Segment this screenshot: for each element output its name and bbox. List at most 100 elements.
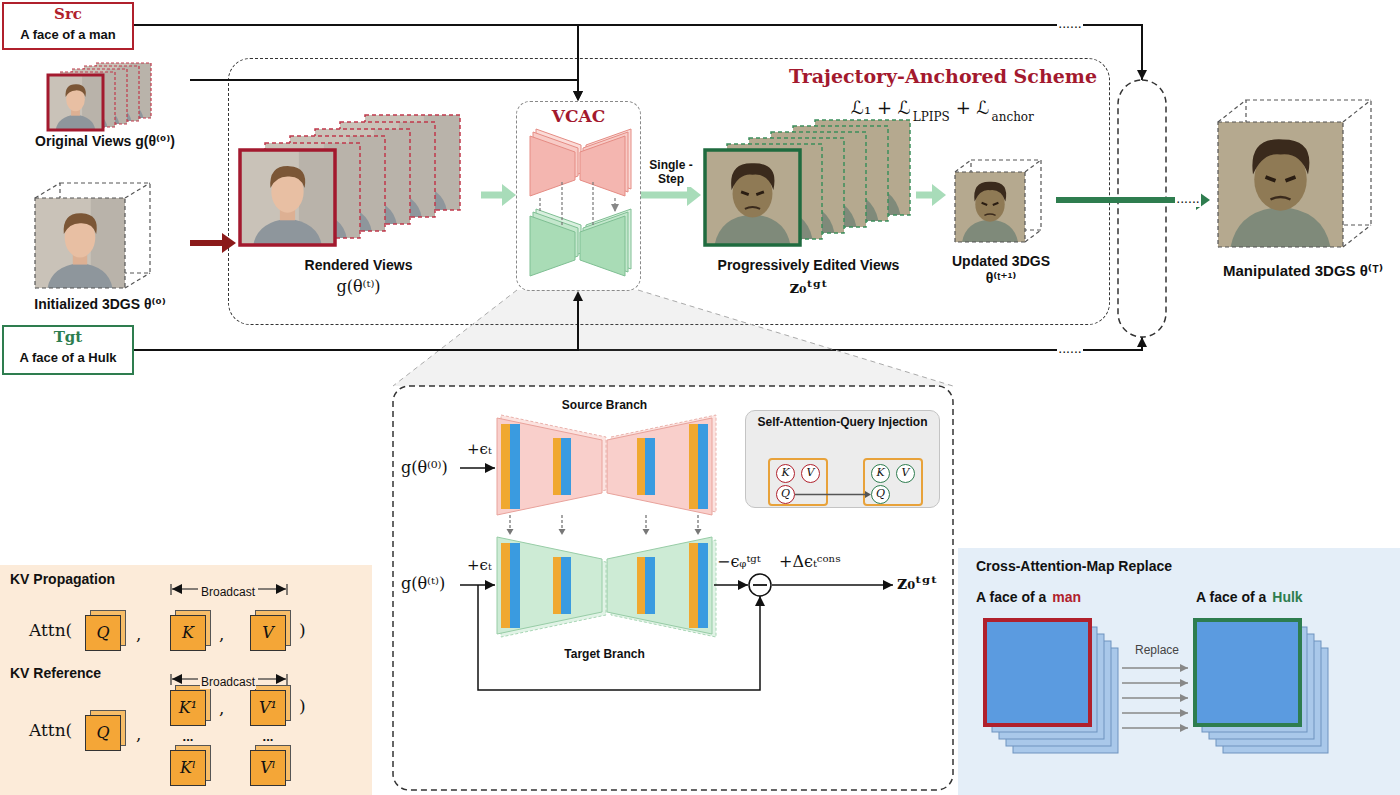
- attn-symbol: Attn(: [28, 720, 73, 740]
- attn-symbol: Attn(: [28, 620, 73, 640]
- arrow-head: [559, 529, 566, 535]
- label-slot: g(θ⁽⁰⁾): [400, 458, 449, 477]
- image-stack: Progressively Edited Viewsz₀ᵗᵍᵗ: [701, 96, 916, 311]
- token-circle: Q: [871, 485, 890, 504]
- attn-symbol: ): [298, 696, 307, 716]
- target-prompt-note: Tgt A face of a Hulk: [2, 325, 134, 375]
- node-text: Src: [4, 5, 132, 23]
- label-slot: anchor: [991, 107, 1035, 125]
- token-square: V¹: [250, 690, 286, 726]
- loss-term: + ℒ: [955, 97, 991, 119]
- node-text: Target Branch: [497, 647, 712, 661]
- label-slot: ...: [182, 727, 195, 745]
- node-text: Rendered Views: [236, 257, 481, 274]
- arrow-head: [573, 291, 583, 301]
- label-slot: Broadcast: [200, 672, 256, 690]
- arrow-head: [695, 529, 702, 535]
- label-slot: ,: [135, 624, 142, 644]
- label-slot: Hulk: [1271, 588, 1303, 606]
- connector-line: [916, 192, 932, 199]
- arrow-connector: [190, 233, 236, 253]
- node-text: g(θ⁽ᵗ⁾): [236, 277, 481, 296]
- arrow-head: [507, 529, 514, 535]
- node-text: Updated 3DGS θ⁽ᵗ⁺¹⁾: [946, 253, 1056, 287]
- token-circle: V: [896, 464, 915, 483]
- replace-label: Replace: [1134, 643, 1180, 657]
- label-slot: ℒ₁ + ℒ: [850, 97, 912, 119]
- ellipsis: ......: [1057, 340, 1082, 357]
- connector-line: [509, 515, 510, 529]
- token-square: Kˡ: [170, 750, 206, 786]
- ellipsis: ......: [1175, 190, 1200, 207]
- token-circle: K: [776, 464, 795, 483]
- math-label: g(θ⁽ᵗ⁾): [400, 574, 446, 593]
- node-text: Manipulated 3DGS θ⁽ᵀ⁾: [1210, 262, 1396, 280]
- token-circle: K: [871, 464, 890, 483]
- label-slot: man: [1051, 588, 1082, 606]
- separator: ,: [218, 698, 225, 718]
- math-label: z₀ᵗᵍᵗ: [896, 572, 938, 594]
- label-slot: ): [298, 620, 307, 640]
- arrow-head: [573, 91, 583, 101]
- node-text: A face of a man: [4, 27, 132, 43]
- arrow-connector: [190, 80, 583, 101]
- label-slot: ......: [1175, 189, 1200, 207]
- label-slot: ,: [135, 724, 142, 744]
- node-text: KV Reference: [10, 665, 372, 682]
- label-slot: z₀ᵗᵍᵗ: [896, 572, 938, 594]
- unet-branch: Target Branch: [497, 535, 712, 670]
- node-text: Tgt: [4, 328, 132, 346]
- arrow-connector: [795, 491, 871, 498]
- node-text: Kˡ: [171, 758, 205, 777]
- separator: ,: [218, 624, 225, 644]
- arrow-head: [573, 91, 583, 101]
- label-slot: Broadcast: [200, 582, 256, 600]
- arrow-connector: [641, 184, 701, 206]
- label-slot: ): [298, 696, 307, 716]
- arrow-head: [865, 491, 871, 498]
- math-label: +Δϵₜᶜᵒⁿˢ: [778, 552, 842, 571]
- node-text: K: [872, 466, 889, 479]
- node-text: V¹: [251, 698, 285, 717]
- separator: ,: [135, 624, 142, 644]
- node-text: Q: [872, 487, 889, 500]
- node-text: Q: [777, 487, 794, 500]
- label-slot: +ϵₜ: [466, 440, 493, 458]
- node-text: VCAC: [517, 106, 640, 126]
- token-square: V: [250, 615, 286, 651]
- arrow-connector: [134, 25, 583, 101]
- cross-attention-panel: Cross-Attention-Map Replace: [958, 548, 1400, 795]
- node-text: Q: [86, 723, 120, 742]
- token-circle: V: [801, 464, 820, 483]
- connector-line: [697, 515, 698, 529]
- arrow-connector: [559, 515, 566, 535]
- node-text: Q: [86, 623, 120, 642]
- node-text: KV Propagation: [10, 571, 372, 588]
- arrow-connector: [134, 291, 583, 350]
- broadcast-label: Broadcast: [200, 585, 256, 599]
- label-slot: g(θ⁽ᵗ⁾): [400, 574, 446, 593]
- node-text: Original Views g(θ⁽⁰⁾): [20, 133, 190, 150]
- source-prompt-note: Src A face of a man: [2, 2, 134, 50]
- token-square: Q: [85, 615, 121, 651]
- arrow-head: [502, 184, 516, 206]
- token-square: Q: [85, 715, 121, 751]
- arrow-head: [687, 184, 701, 206]
- connector-line: [795, 494, 865, 495]
- label-slot: LPIPS: [912, 107, 951, 125]
- kv-panel: KV PropagationKV ReferenceQKVQK¹V¹KˡVˡ: [0, 565, 372, 795]
- node-text: Cross-Attention-Map Replace: [976, 558, 1400, 575]
- connector-line: [481, 192, 502, 199]
- connector-line: [561, 515, 562, 529]
- node-text: A face of a Hulk: [4, 350, 132, 366]
- math-label: g(θ⁽⁰⁾): [400, 458, 449, 477]
- ellipsis: ...: [262, 729, 275, 745]
- node-text: Vˡ: [251, 758, 285, 777]
- token-square: K: [170, 615, 206, 651]
- arrow-connector: [916, 184, 946, 206]
- arrow-connector: [643, 515, 650, 535]
- math-label: +ϵₜ: [466, 556, 493, 574]
- gaussian-cube: Updated 3DGS θ⁽ᵗ⁺¹⁾: [946, 141, 1056, 306]
- connector-line: [641, 192, 687, 199]
- image-stack: Original Views g(θ⁽⁰⁾): [20, 58, 190, 170]
